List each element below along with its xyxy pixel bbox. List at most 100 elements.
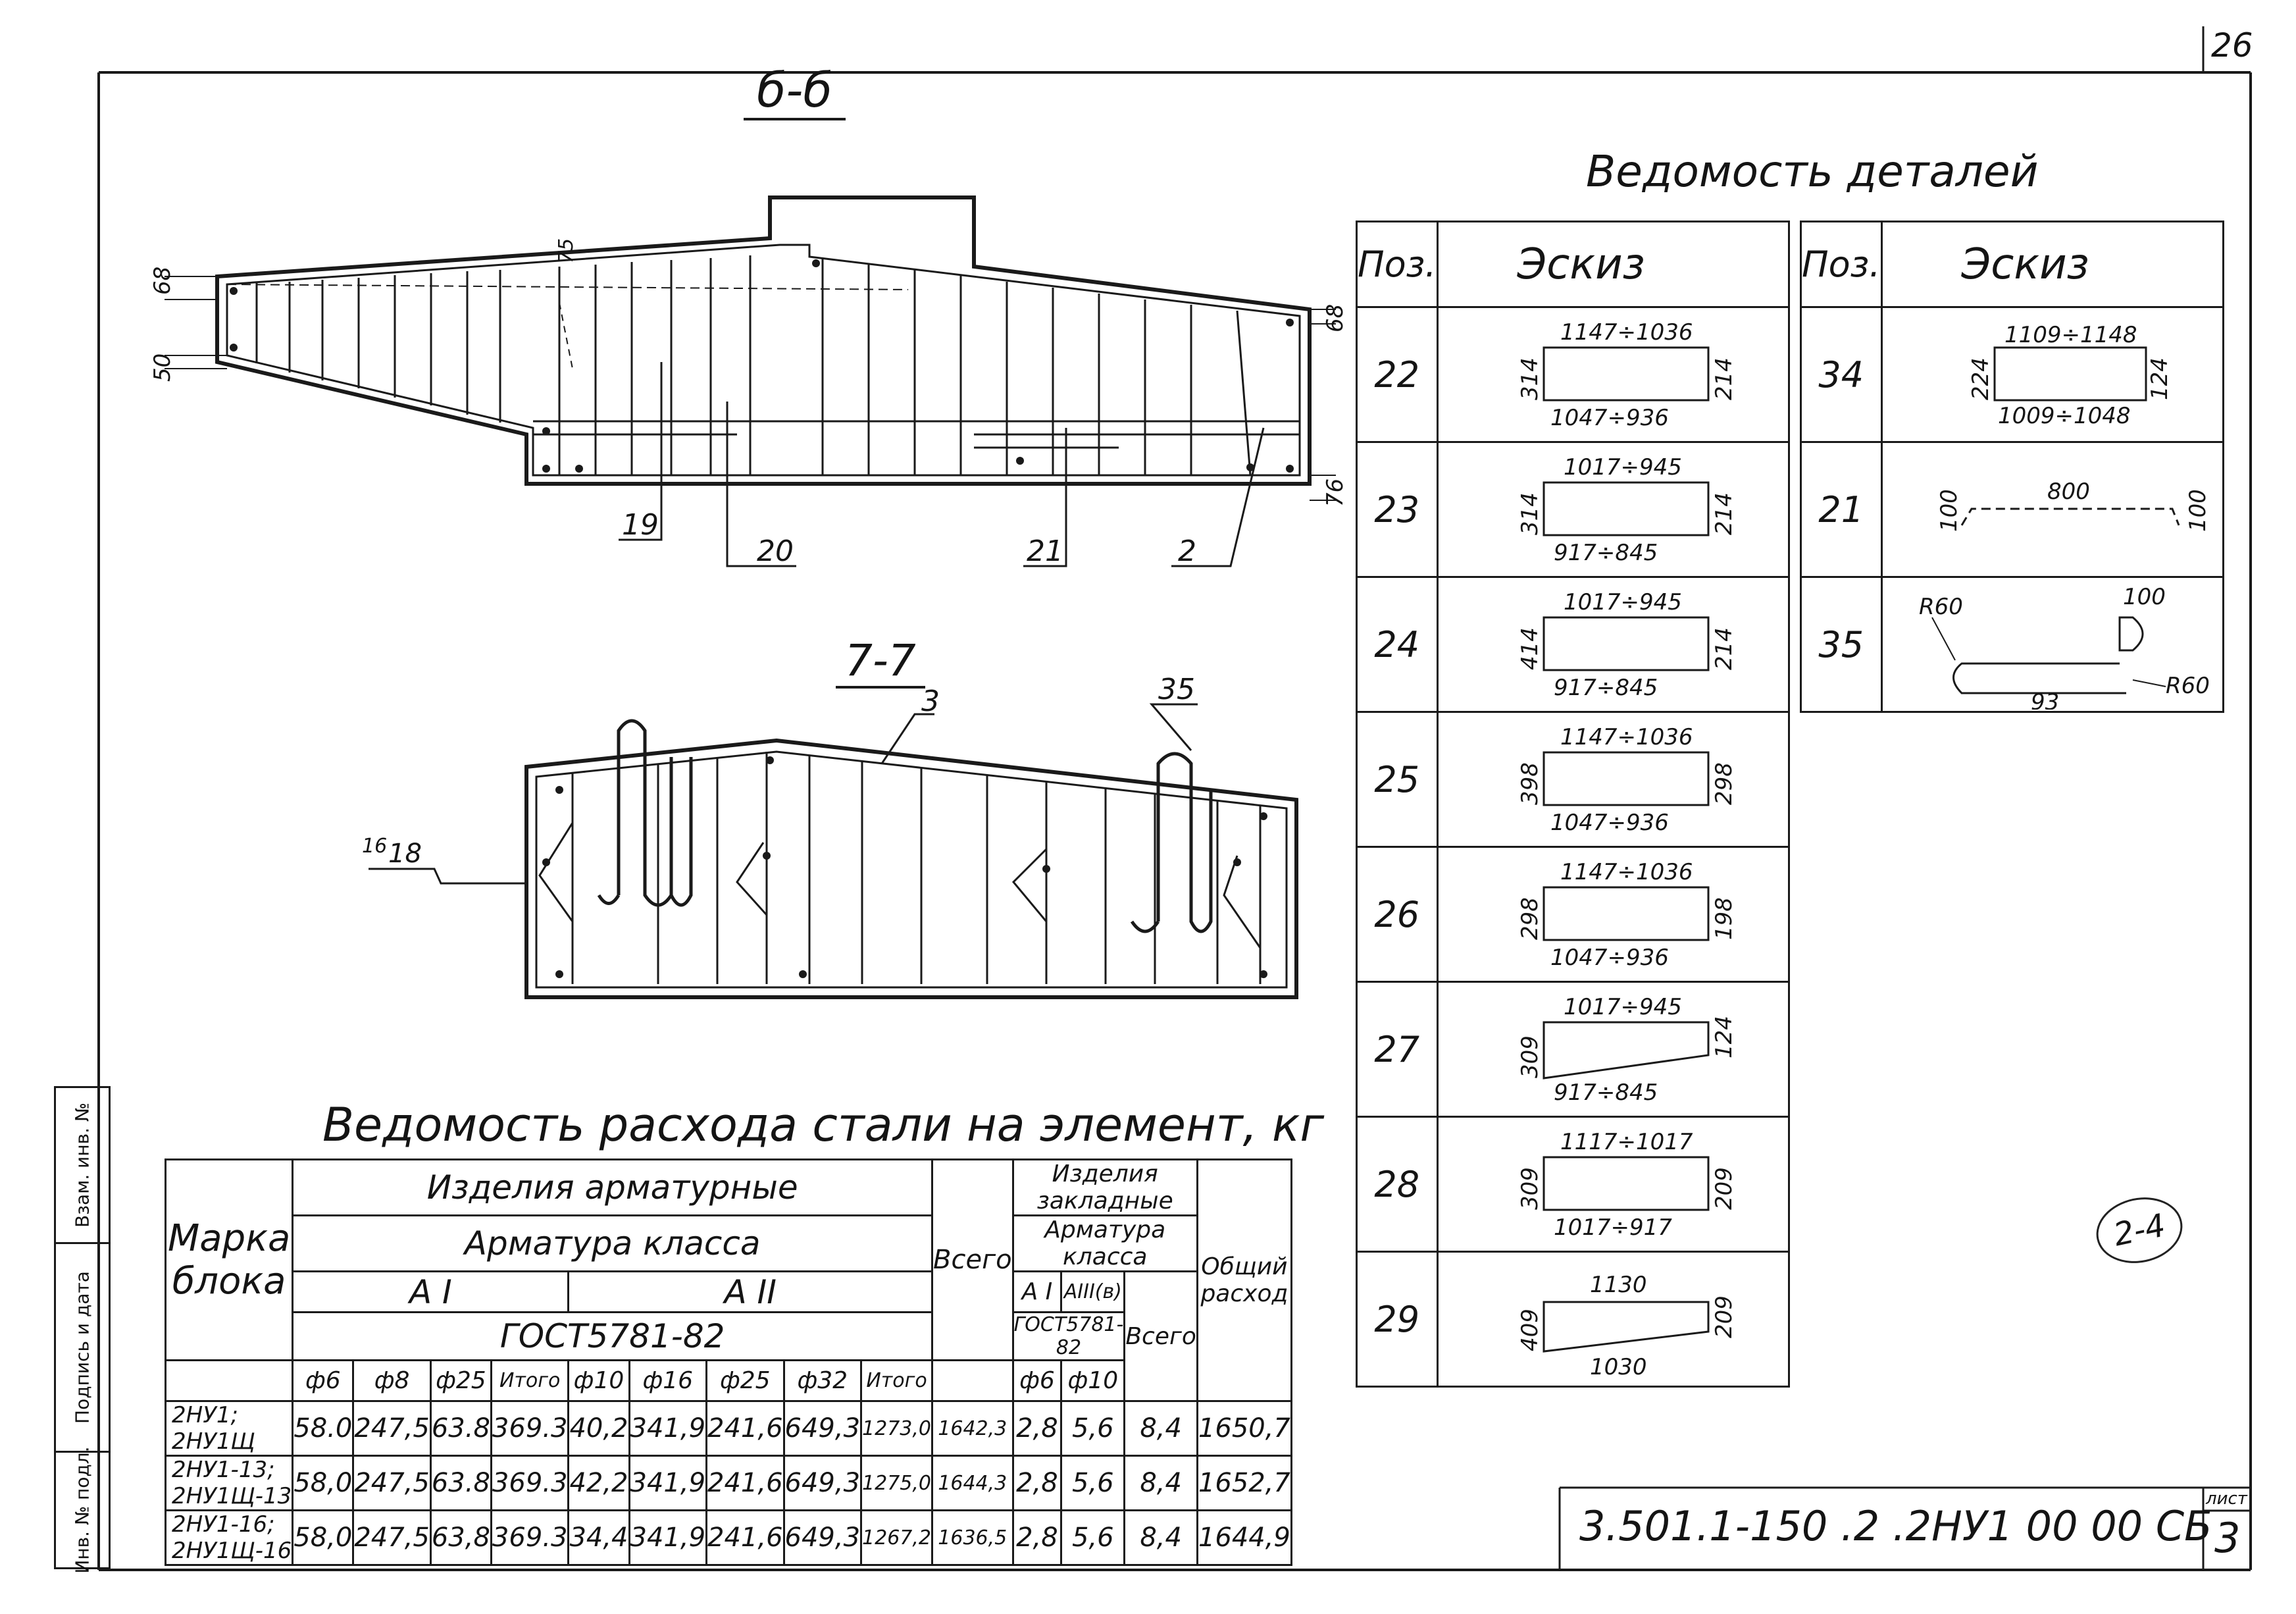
svg-text:1147÷1036: 1147÷1036 — [1560, 859, 1693, 885]
parts-schedule-title: Ведомость деталей — [1586, 146, 2039, 197]
svg-text:1009÷1048: 1009÷1048 — [1998, 403, 2131, 429]
pos-24: 24 — [1356, 576, 1439, 713]
steel-table: Марка блока Изделия арматурные Всего Изд… — [164, 1158, 1292, 1566]
table-row: 2НУ1-16; 2НУ1Щ-16 58,0 247,5 63,8 369.3 … — [164, 1509, 1292, 1566]
svg-text:124: 124 — [1711, 1016, 1737, 1058]
h-total: Всего — [931, 1158, 1014, 1361]
svg-text:1109÷1148: 1109÷1148 — [2004, 322, 2137, 348]
svg-text:309: 309 — [1517, 1167, 1543, 1210]
h-emb-gost: ГОСТ5781-82 — [1011, 1311, 1126, 1361]
col-pos: Поз. — [1356, 221, 1439, 308]
svg-text:314: 314 — [1517, 492, 1543, 535]
h-aii: А II — [567, 1270, 934, 1313]
h-embedded: Изделия закладные — [1011, 1158, 1198, 1216]
sub-emb-10: ф10 — [1060, 1359, 1126, 1402]
svg-text:124: 124 — [2147, 357, 2173, 400]
svg-text:1017÷917: 1017÷917 — [1554, 1214, 1672, 1241]
col-sketch: Эскиз — [1436, 221, 1791, 308]
sketch-34: 1109÷1148 1009÷1048 224 124 — [1880, 306, 2225, 443]
sketch-22: 1147÷1036 1047÷936 314 214 — [1436, 306, 1791, 443]
pos-21: 21 — [1800, 441, 1883, 578]
document-code: 3.501.1-150 .2 .2НУ1 00 00 СБ — [1579, 1502, 2212, 1550]
callout-2: 2 — [1178, 534, 1196, 568]
h-emb-total: Всего — [1123, 1270, 1198, 1402]
svg-text:1147÷1036: 1147÷1036 — [1560, 724, 1693, 750]
h-rebar-products: Изделия арматурные — [292, 1158, 934, 1216]
section-77-drawing: 3 35 16 18 — [362, 673, 1298, 999]
sub-aii-total: Итого — [860, 1359, 934, 1402]
sketch-28: 1117÷1017 1017÷917 309 209 — [1436, 1116, 1791, 1253]
side-stamp-sign-date: Подпись и дата — [54, 1242, 111, 1453]
svg-text:93: 93 — [2031, 689, 2059, 710]
svg-text:214: 214 — [1711, 492, 1737, 535]
svg-text:917÷845: 917÷845 — [1554, 1080, 1658, 1106]
sub-ai-8: ф8 — [352, 1359, 432, 1402]
svg-text:314: 314 — [1517, 357, 1543, 400]
svg-text:R60: R60 — [2166, 673, 2210, 699]
svg-text:414: 414 — [1517, 627, 1543, 670]
section-66-drawing: 68 50 75 68 76 19 20 21 2 — [149, 195, 1348, 568]
dim-68-right: 68 — [1322, 304, 1348, 332]
page-number: 26 — [2211, 26, 2253, 65]
callout-35: 35 — [1158, 673, 1195, 706]
svg-text:209: 209 — [1711, 1295, 1737, 1338]
steel-table-title: Ведомость расхода стали на элемент, кг — [322, 1098, 1325, 1152]
svg-text:209: 209 — [1711, 1167, 1737, 1210]
svg-text:309: 309 — [1517, 1035, 1543, 1078]
callout-21: 21 — [1027, 534, 1063, 568]
sketch-35: R60 R60 100 93 — [1880, 576, 2225, 713]
svg-text:298: 298 — [1517, 897, 1543, 940]
h-gost: ГОСТ5781-82 — [292, 1311, 934, 1361]
pos-23: 23 — [1356, 441, 1439, 578]
svg-text:214: 214 — [1711, 627, 1737, 670]
sketch-29: 1130 1030 409 209 — [1436, 1251, 1791, 1388]
sketch-26: 1147÷1036 1047÷936 298 198 — [1436, 846, 1791, 983]
svg-text:224: 224 — [1968, 357, 1994, 400]
callout-20: 20 — [757, 534, 794, 568]
svg-text:1017÷945: 1017÷945 — [1564, 994, 1682, 1020]
svg-text:398: 398 — [1517, 762, 1543, 805]
h-rebar-class: Арматура класса — [292, 1214, 934, 1272]
dim-76: 76 — [1322, 479, 1348, 507]
pos-22: 22 — [1356, 306, 1439, 443]
svg-text:1017÷945: 1017÷945 — [1564, 454, 1682, 481]
sub-ai-total: Итого — [490, 1359, 570, 1402]
side-stamp-vzam-inv: Взам. инв. № — [54, 1086, 111, 1244]
side-label-18: 18 — [388, 839, 422, 869]
svg-text:1117÷1017: 1117÷1017 — [1560, 1129, 1693, 1155]
svg-text:1030: 1030 — [1590, 1354, 1647, 1380]
h-emb-aiii: АIII(в) — [1060, 1270, 1126, 1313]
sub-aii-32: ф32 — [782, 1359, 863, 1402]
svg-text:800: 800 — [2047, 479, 2090, 505]
h-mark: Марка блока — [164, 1158, 294, 1361]
pos-29: 29 — [1356, 1251, 1439, 1388]
h-ai: А I — [292, 1270, 570, 1313]
sheet-label: лист — [2206, 1489, 2247, 1509]
col-pos-right: Поз. — [1800, 221, 1883, 308]
svg-text:R60: R60 — [1919, 594, 1963, 620]
svg-text:917÷845: 917÷845 — [1554, 675, 1658, 701]
svg-text:198: 198 — [1711, 897, 1737, 940]
dim-50: 50 — [149, 353, 176, 382]
svg-text:100: 100 — [2123, 584, 2166, 610]
sub-ai-25: ф25 — [429, 1359, 492, 1402]
section-77-title: 7-7 — [836, 635, 925, 689]
h-emb-ai: А I — [1011, 1270, 1063, 1313]
parts-table-left: Поз. Эскиз 22 1147÷1036 1047÷936 314 214… — [1356, 221, 1791, 1388]
section-66-title: б-б — [744, 63, 846, 120]
svg-text:1017÷945: 1017÷945 — [1564, 589, 1682, 615]
side-label-prefix: 16 — [362, 835, 387, 858]
sketch-25: 1147÷1036 1047÷936 398 298 — [1436, 711, 1791, 848]
svg-text:1047÷936: 1047÷936 — [1550, 405, 1669, 431]
sub-aii-16: ф16 — [628, 1359, 708, 1402]
table-row: 2НУ1; 2НУ1Щ 58.0 247,5 63.8 369.3 40,2 3… — [164, 1400, 1292, 1457]
svg-text:214: 214 — [1711, 357, 1737, 400]
callout-3: 3 — [921, 685, 940, 718]
pos-25: 25 — [1356, 711, 1439, 848]
h-emb-class: Арматура класса — [1011, 1214, 1198, 1272]
sub-aii-10: ф10 — [567, 1359, 630, 1402]
pos-34: 34 — [1800, 306, 1883, 443]
svg-text:100: 100 — [2185, 489, 2211, 532]
svg-text:1047÷936: 1047÷936 — [1550, 810, 1669, 836]
